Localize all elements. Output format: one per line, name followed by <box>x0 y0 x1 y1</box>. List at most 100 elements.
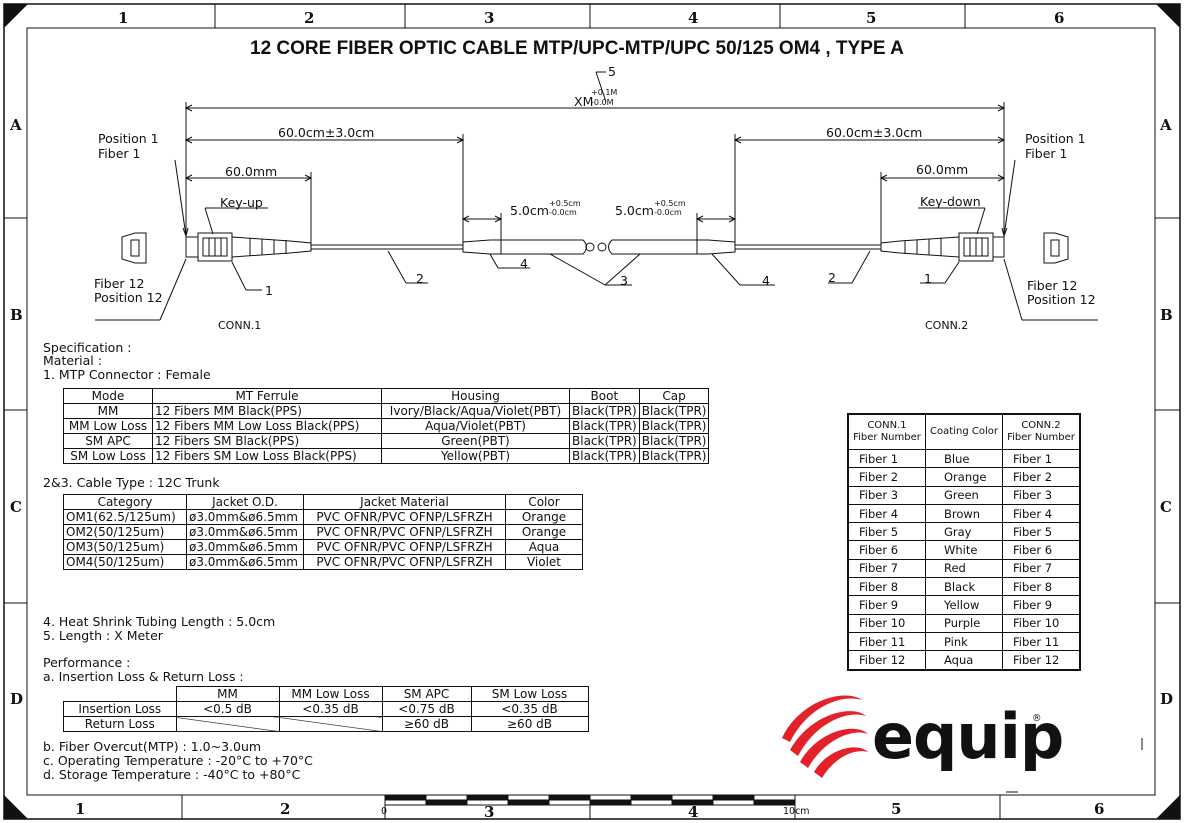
right-boot-dimension: 60.0mm <box>916 162 969 177</box>
zone-row-b-right: B <box>1160 306 1173 324</box>
table-cell: <0.35 dB <box>470 701 589 717</box>
table-cell: Insertion Loss <box>63 701 177 717</box>
table-cell: Orange <box>505 524 583 540</box>
fiber-header-conn1: CONN.1 Fiber Number <box>847 413 926 450</box>
left-fiber-top: Fiber 1 <box>98 146 141 161</box>
mtp-header-ferrule: MT Ferrule <box>152 388 382 404</box>
table-cell: White <box>925 540 1003 560</box>
zone-col-3: 3 <box>484 9 495 27</box>
left-heat-shrink-minus: -0.0cm <box>549 208 577 217</box>
mtp-header-mode: Mode <box>63 388 153 404</box>
table-cell: <0.35 dB <box>278 701 383 717</box>
loss-header-mm: MM <box>175 686 280 702</box>
table-cell: ø3.0mm&ø6.5mm <box>186 509 304 525</box>
table-cell: Fiber 4 <box>1002 503 1081 524</box>
length-tol-plus: +0.1M <box>591 88 618 97</box>
zone-col-2: 2 <box>304 9 315 27</box>
spec-performance: Performance : <box>43 655 131 670</box>
table-cell: Fiber 9 <box>847 595 926 615</box>
table-cell: Black(TPR) <box>638 448 710 464</box>
mtp-header-cap: Cap <box>638 388 710 404</box>
right-conn-callout: 1 <box>924 271 932 286</box>
left-conn-label: CONN.1 <box>218 319 262 332</box>
fiber-mapping-table: CONN.1 Fiber Number Coating Color CONN.2… <box>847 413 1081 671</box>
left-cable-callout: 2 <box>416 271 424 286</box>
cable-header-category: Category <box>63 494 187 510</box>
loss-table: MM MM Low Loss SM APC SM Low Loss Insert… <box>63 686 589 732</box>
right-position-bottom: Position 12 <box>1027 292 1096 307</box>
right-key-label: Key-down <box>920 194 981 209</box>
table-cell: MM <box>63 403 153 419</box>
table-cell: Return Loss <box>63 716 177 732</box>
table-cell: Purple <box>925 613 1003 633</box>
brand-registered-mark: ® <box>1032 713 1042 724</box>
zone-col-2-bottom: 2 <box>280 800 291 818</box>
table-cell: Fiber 7 <box>847 558 926 579</box>
table-cell: Violet <box>505 554 583 570</box>
table-cell: Black(TPR) <box>569 433 640 449</box>
spec-item-4: 4. Heat Shrink Tubing Length : 5.0cm <box>43 614 276 629</box>
table-cell: Fiber 5 <box>847 522 926 542</box>
loss-header-sm-apc: SM APC <box>381 686 472 702</box>
fiber-header-conn2-line2: Fiber Number <box>1007 432 1075 443</box>
drawing-title: 12 CORE FIBER OPTIC CABLE MTP/UPC-MTP/UP… <box>250 38 904 59</box>
length-tol-minus: -0.0M <box>591 98 614 107</box>
table-cell: Fiber 7 <box>1002 558 1081 579</box>
fiber-header-conn2-line1: CONN.2 <box>1021 420 1061 431</box>
right-heat-shrink-dim: 5.0cm <box>615 203 654 218</box>
right-cable-dimension: 60.0cm±3.0cm <box>826 125 923 140</box>
brand-logo-text: equip <box>872 700 1064 773</box>
zone-col-6: 6 <box>1054 9 1065 27</box>
zone-row-c: C <box>10 498 22 516</box>
table-row: MM Low Loss 12 Fibers MM Low Loss Black(… <box>63 418 710 434</box>
table-cell: Fiber 6 <box>847 540 926 560</box>
table-cell: Fiber 10 <box>1002 613 1081 633</box>
zone-col-4: 4 <box>688 9 699 27</box>
left-fiber-bottom: Fiber 12 <box>94 276 145 291</box>
table-cell: 12 Fibers SM Low Loss Black(PPS) <box>152 448 382 464</box>
table-cell: PVC OFNR/PVC OFNP/LSFRZH <box>303 539 506 555</box>
table-cell: PVC OFNR/PVC OFNP/LSFRZH <box>303 554 506 570</box>
spec-item-b: b. Fiber Overcut(MTP) : 1.0~3.0um <box>43 739 262 754</box>
table-cell: Fiber 5 <box>1002 522 1081 542</box>
scale-end: 10cm <box>783 806 810 817</box>
table-cell: Orange <box>505 509 583 525</box>
cable-header-jacket-od: Jacket O.D. <box>186 494 304 510</box>
table-cell <box>278 716 383 732</box>
table-cell: ≥60 dB <box>470 716 589 732</box>
table-cell: MM Low Loss <box>63 418 153 434</box>
zone-col-1: 1 <box>118 9 129 27</box>
right-heat-shrink-minus: -0.0cm <box>654 208 682 217</box>
cable-header-color: Color <box>505 494 583 510</box>
table-cell: OM1(62.5/125um) <box>63 509 187 525</box>
spec-material: Material : <box>43 353 102 368</box>
table-cell: Aqua/Violet(PBT) <box>381 418 570 434</box>
table-cell: Aqua <box>925 650 1003 671</box>
left-boot-dimension: 60.0mm <box>225 164 278 179</box>
table-cell: Fiber 3 <box>1002 485 1081 505</box>
table-row: OM1(62.5/125um) ø3.0mm&ø6.5mm PVC OFNR/P… <box>63 509 583 525</box>
table-cell: Fiber 4 <box>847 503 926 524</box>
table-cell: Brown <box>925 503 1003 524</box>
table-cell: Fiber 8 <box>1002 577 1081 597</box>
table-cell: Black(TPR) <box>638 418 710 434</box>
length-main: XM <box>574 94 594 109</box>
table-cell: Green(PBT) <box>381 433 570 449</box>
table-cell: ø3.0mm&ø6.5mm <box>186 524 304 540</box>
mtp-connector-table: Mode MT Ferrule Housing Boot Cap MM 12 F… <box>63 388 710 464</box>
scale-start: 0 <box>381 806 388 817</box>
length-callout: 5 <box>608 64 616 79</box>
right-shrink-callout: 4 <box>762 273 770 288</box>
table-cell: 12 Fibers SM Black(PPS) <box>152 433 382 449</box>
table-row: Insertion Loss <0.5 dB <0.35 dB <0.75 dB… <box>63 701 589 717</box>
left-conn-callout: 1 <box>265 283 273 298</box>
zone-row-d-right: D <box>1160 690 1174 708</box>
